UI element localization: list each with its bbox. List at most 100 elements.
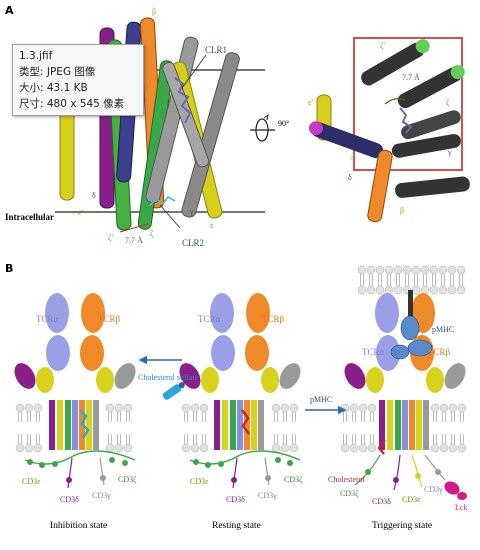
tcr-alpha-label-resting: TCRα <box>198 314 221 324</box>
lipid-head <box>181 403 191 423</box>
helix-gray-2 <box>162 61 210 168</box>
bound-cholesterol-sulfate <box>79 409 90 439</box>
cd3e-label-resting: CD3ε <box>190 477 209 486</box>
epsilon-prime-label-left: ε' <box>78 208 83 217</box>
tooltip-dimensions: 尺寸: 480 x 545 像素 <box>19 98 125 110</box>
lipid-head <box>349 433 359 453</box>
rotation-label: 90° <box>278 119 289 128</box>
lipid-head <box>375 265 385 285</box>
itam-bead <box>66 477 72 483</box>
lipid-head <box>349 403 359 423</box>
left-helix-bundle <box>59 17 240 233</box>
panel-a-label: A <box>5 4 14 17</box>
lipid-head <box>456 275 466 295</box>
cd3e-label-inhibition: CD3ε <box>22 477 41 486</box>
itam-bead <box>275 457 281 463</box>
tooltip-size: 大小: 43.1 KB <box>19 82 88 94</box>
lck-label: Lck <box>455 503 467 512</box>
tcr-beta-label-resting: TCRβ <box>262 314 285 324</box>
cd3g-label-inhibition: CD3γ <box>92 491 111 500</box>
free-cholesterol <box>377 439 386 455</box>
lipid-head <box>457 403 467 423</box>
itam-bead <box>205 462 211 468</box>
lipid-head <box>393 275 403 295</box>
lipid-head <box>280 433 290 453</box>
intracellular-label: Intracellular <box>5 212 54 222</box>
lipid-head <box>457 433 467 453</box>
lipid-head <box>402 265 412 285</box>
lipid-head <box>357 275 367 295</box>
beta-label-right: β <box>400 206 404 215</box>
bound-cholesterol <box>241 409 250 435</box>
itam-bead <box>109 457 115 463</box>
itam-bead <box>218 461 224 467</box>
cd3e-label-triggering: CD3ε <box>402 495 421 504</box>
lipid-head <box>190 403 200 423</box>
itam-bead <box>193 459 199 465</box>
lipid-head <box>33 433 43 453</box>
lipid-head <box>448 403 458 423</box>
cholesterol-sulfate-icon <box>162 382 185 400</box>
right-helix-bundle <box>308 37 470 223</box>
lipid-head <box>393 265 403 285</box>
lipid-head <box>358 433 368 453</box>
file-info-tooltip: 1.3.jfif 类型: JPEG 图像 大小: 43.1 KB 尺寸: 480… <box>12 44 144 116</box>
gamma-label-right: γ <box>447 148 452 157</box>
lipid-head <box>289 403 299 423</box>
lipid-head <box>429 275 439 295</box>
lipid-head <box>429 265 439 285</box>
lipid-head <box>447 265 457 285</box>
lipid-head <box>289 433 299 453</box>
lipid-head <box>384 275 394 295</box>
tcr-alpha-label-inhibition: TCRα <box>36 314 59 324</box>
lipid-head <box>439 403 449 423</box>
clr1-ligand <box>174 77 192 124</box>
cd3z-label-resting: CD3ζ <box>284 475 303 484</box>
lipid-head <box>199 403 209 423</box>
lipid-head <box>24 403 34 423</box>
zeta-prime-label-left: ζ' <box>108 233 113 242</box>
clr2-leader <box>159 204 181 229</box>
itam-bead <box>27 459 33 465</box>
highlight-box <box>353 37 463 171</box>
lipid-head <box>411 265 421 285</box>
itam-bead <box>122 460 128 466</box>
itam-bead <box>365 469 371 475</box>
alpha-label-right: α <box>398 151 403 160</box>
cholesterol-sulfate-label: Cholesterol sulfate <box>138 373 199 382</box>
lipid-head <box>114 403 124 423</box>
tooltip-type: 类型: JPEG 图像 <box>19 66 96 78</box>
tcr-complex-resting <box>175 293 305 450</box>
lipid-head <box>123 433 133 453</box>
cd3z-label-inhibition: CD3ζ <box>118 475 137 484</box>
lipid-head <box>24 433 34 453</box>
distance-left-line <box>119 223 149 233</box>
itam-bead <box>39 462 45 468</box>
lipid-head <box>430 433 440 453</box>
cholesterol-label: Cholesterol <box>328 475 366 484</box>
lipid-head <box>340 403 350 423</box>
tcr-beta-label-triggering: TCRβ <box>428 347 451 357</box>
tcr-alpha-label-triggering: TCRα <box>362 347 385 357</box>
lipid-head <box>375 275 385 295</box>
cd3d-label-inhibition: CD3δ <box>60 495 79 504</box>
lipid-head <box>15 433 25 453</box>
lipid-head <box>438 265 448 285</box>
lipid-head <box>448 433 458 453</box>
lipid-head <box>358 403 368 423</box>
cytoplasmic-tails <box>24 450 446 491</box>
lck-kinase <box>444 481 467 500</box>
gamma-label-left: γ <box>189 207 194 216</box>
rotation-icon <box>250 113 275 142</box>
alpha-label-left: α <box>110 29 115 38</box>
lipid-head <box>271 433 281 453</box>
lipid-head <box>420 275 430 295</box>
clr1-leader <box>181 54 207 89</box>
lipid-head <box>357 265 367 285</box>
lipid-head <box>367 403 377 423</box>
lipid-head <box>366 265 376 285</box>
lipid-head <box>15 403 25 423</box>
panel-b: B <box>0 260 480 550</box>
lipid-head <box>439 433 449 453</box>
zeta-label-right: ζ <box>446 98 450 107</box>
